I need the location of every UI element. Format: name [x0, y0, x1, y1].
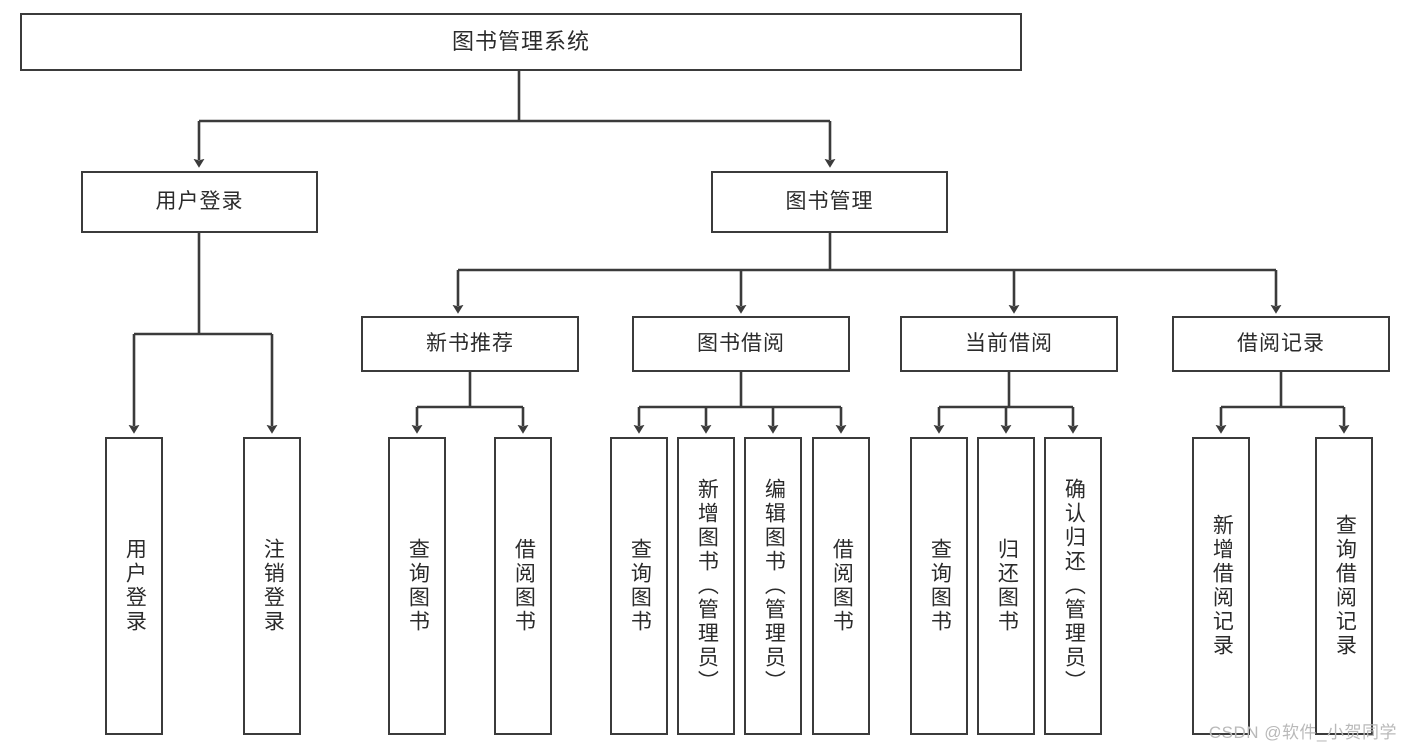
- leaf-logout[interactable]: 注销登录: [243, 437, 301, 735]
- leaf-nb-borrow-book-label: 借阅图书: [512, 538, 536, 634]
- node-root-book-management-system[interactable]: 图书管理系统: [20, 13, 1022, 71]
- leaf-nb-borrow-book[interactable]: 借阅图书: [494, 437, 552, 735]
- leaf-cb-return-book-label: 归还图书: [995, 538, 1019, 634]
- leaf-cb-query-book-label: 查询图书: [928, 538, 952, 634]
- leaf-cb-confirm-return-admin[interactable]: 确认归还（管理员）: [1044, 437, 1102, 735]
- leaf-cb-return-book[interactable]: 归还图书: [977, 437, 1035, 735]
- leaf-bb-add-book-admin-label: 新增图书（管理员）: [695, 478, 719, 694]
- leaf-br-query-record[interactable]: 查询借阅记录: [1315, 437, 1373, 735]
- leaf-user-login-label: 用户登录: [123, 538, 147, 634]
- leaf-bb-borrow-book[interactable]: 借阅图书: [812, 437, 870, 735]
- node-borrow-record[interactable]: 借阅记录: [1172, 316, 1390, 372]
- leaf-bb-query-book[interactable]: 查询图书: [610, 437, 668, 735]
- leaf-br-add-record[interactable]: 新增借阅记录: [1192, 437, 1250, 735]
- node-book-management[interactable]: 图书管理: [711, 171, 948, 233]
- leaf-bb-borrow-book-label: 借阅图书: [830, 538, 854, 634]
- leaf-br-query-record-label: 查询借阅记录: [1333, 514, 1357, 658]
- node-user-login[interactable]: 用户登录: [81, 171, 318, 233]
- leaf-nb-query-book-label: 查询图书: [406, 538, 430, 634]
- leaf-logout-label: 注销登录: [261, 538, 285, 634]
- leaf-nb-query-book[interactable]: 查询图书: [388, 437, 446, 735]
- leaf-bb-query-book-label: 查询图书: [628, 538, 652, 634]
- leaf-cb-confirm-return-admin-label: 确认归还（管理员）: [1062, 478, 1086, 694]
- leaf-br-add-record-label: 新增借阅记录: [1210, 514, 1234, 658]
- node-current-borrow[interactable]: 当前借阅: [900, 316, 1118, 372]
- leaf-user-login[interactable]: 用户登录: [105, 437, 163, 735]
- node-new-book-recommend[interactable]: 新书推荐: [361, 316, 579, 372]
- leaf-bb-edit-book-admin[interactable]: 编辑图书（管理员）: [744, 437, 802, 735]
- node-book-borrow[interactable]: 图书借阅: [632, 316, 850, 372]
- watermark-text: CSDN @软件_小贺同学: [1208, 723, 1397, 742]
- leaf-bb-add-book-admin[interactable]: 新增图书（管理员）: [677, 437, 735, 735]
- leaf-bb-edit-book-admin-label: 编辑图书（管理员）: [762, 478, 786, 694]
- leaf-cb-query-book[interactable]: 查询图书: [910, 437, 968, 735]
